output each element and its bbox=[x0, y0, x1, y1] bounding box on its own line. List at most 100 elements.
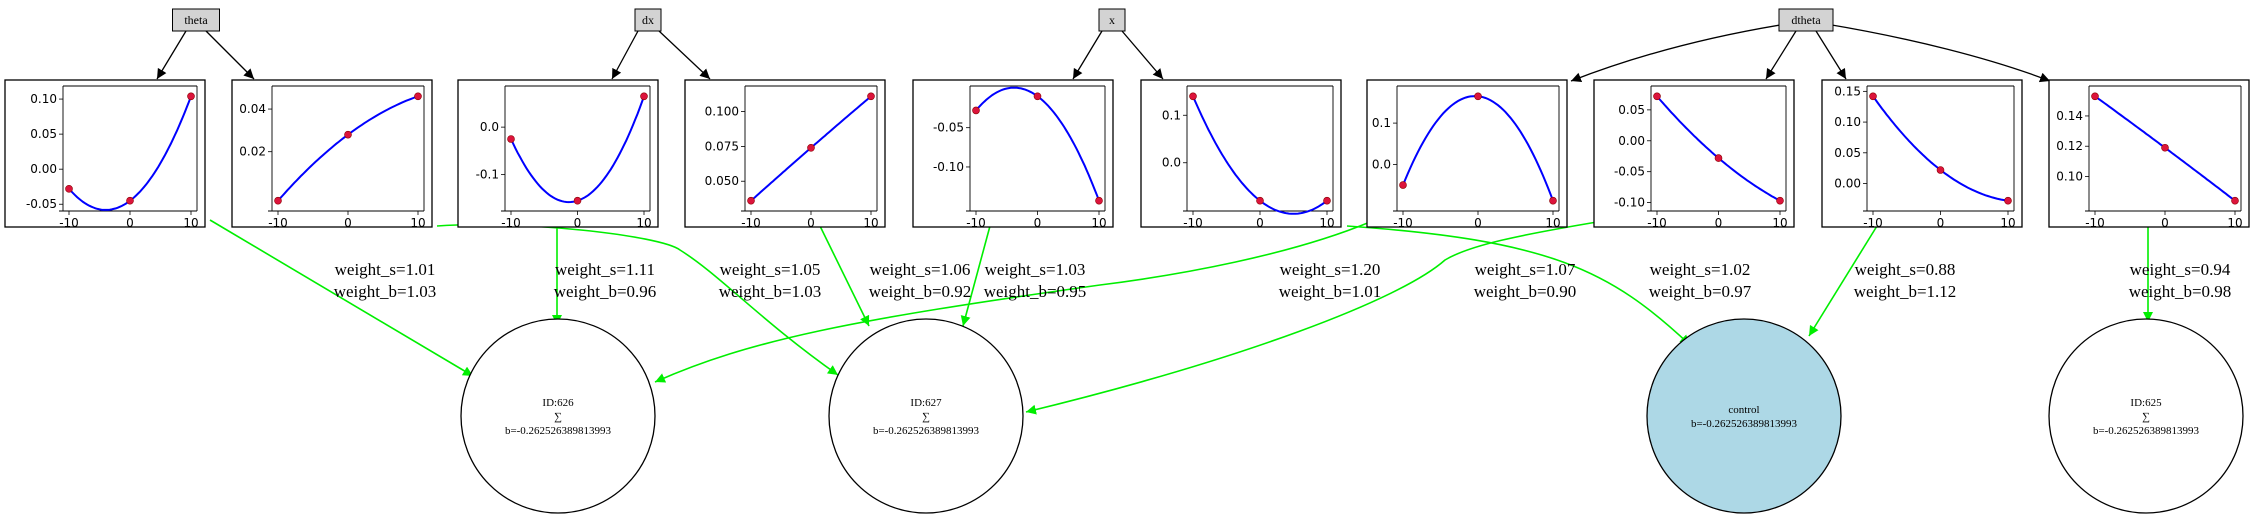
weight-s-label: weight_s=1.03 bbox=[985, 260, 1086, 279]
plot-frame bbox=[912, 79, 1114, 228]
input-edge-x-4 bbox=[1072, 30, 1103, 80]
output-node-line3: b=-0.262526389813993 bbox=[873, 425, 980, 437]
x-tick-label: -10 bbox=[501, 216, 521, 230]
data-point bbox=[1189, 92, 1197, 101]
y-tick-label: 0.05 bbox=[1834, 146, 1861, 160]
weight-b-label: weight_b=0.95 bbox=[984, 282, 1087, 301]
weight-s-label: weight_s=1.11 bbox=[555, 260, 655, 279]
plot-frame bbox=[1593, 79, 1795, 228]
data-point bbox=[507, 135, 515, 143]
weight-edge-5 bbox=[960, 225, 991, 327]
data-point bbox=[414, 92, 422, 101]
data-point bbox=[972, 106, 980, 115]
input-edge-theta-0 bbox=[156, 30, 187, 80]
data-point bbox=[65, 185, 73, 193]
y-tick-label: 0.0 bbox=[1162, 156, 1181, 170]
weight-s-label: weight_s=1.06 bbox=[870, 260, 971, 279]
weight-b-label: weight_b=1.03 bbox=[334, 282, 437, 301]
x-tick-label: 10 bbox=[183, 216, 198, 230]
data-point bbox=[573, 196, 582, 205]
data-point bbox=[747, 196, 755, 205]
x-tick-label: -10 bbox=[1183, 216, 1203, 230]
x-tick-label: 0 bbox=[2161, 216, 2169, 230]
data-point bbox=[2091, 92, 2099, 101]
output-node-line1: ID:626 bbox=[542, 397, 574, 409]
y-tick-label: -0.1 bbox=[476, 168, 499, 182]
data-point bbox=[2161, 143, 2169, 152]
weight-b-label: weight_b=0.90 bbox=[1474, 282, 1577, 301]
x-tick-label: 10 bbox=[410, 216, 425, 230]
x-tick-label: 0 bbox=[1937, 216, 1945, 230]
x-tick-label: -10 bbox=[1863, 216, 1883, 230]
weight-s-label: weight_s=1.20 bbox=[1280, 260, 1381, 279]
data-point bbox=[1714, 154, 1723, 162]
data-point bbox=[344, 130, 352, 139]
input-node-dtheta: dtheta bbox=[1778, 8, 1834, 32]
data-point bbox=[1095, 196, 1103, 205]
y-tick-label: 0.10 bbox=[2056, 170, 2083, 184]
edge-labels: weight_s=1.01weight_b=1.03weight_s=1.11w… bbox=[334, 260, 2232, 301]
x-tick-label: -10 bbox=[741, 216, 761, 230]
x-tick-label: 0 bbox=[1715, 216, 1723, 230]
y-tick-label: 0.04 bbox=[239, 102, 266, 116]
y-tick-label: 0.12 bbox=[2056, 139, 2083, 153]
input-node-label: dtheta bbox=[1791, 13, 1821, 27]
input-edge-dtheta-8 bbox=[1815, 30, 1847, 80]
y-tick-label: 0.075 bbox=[705, 139, 739, 153]
x-tick-label: 0 bbox=[344, 216, 352, 230]
weight-b-label: weight_b=0.98 bbox=[2129, 282, 2232, 301]
weight-edge-1 bbox=[209, 219, 474, 377]
y-tick-label: -0.05 bbox=[933, 121, 964, 135]
x-tick-label: 10 bbox=[2000, 216, 2015, 230]
input-node-label: dx bbox=[642, 13, 654, 27]
output-node-626: ID:626∑b=-0.262526389813993 bbox=[460, 318, 656, 514]
x-tick-label: 10 bbox=[1545, 216, 1560, 230]
x-tick-label: 10 bbox=[1772, 216, 1787, 230]
data-point bbox=[2231, 196, 2239, 205]
y-tick-label: 0.05 bbox=[1618, 103, 1645, 117]
data-point bbox=[1776, 196, 1784, 205]
weight-edge-9 bbox=[1808, 225, 1878, 337]
plot-frame bbox=[2048, 79, 2250, 228]
input-edge-x-5 bbox=[1121, 30, 1164, 80]
x-tick-label: 0 bbox=[574, 216, 582, 230]
y-tick-label: 0.0 bbox=[480, 120, 499, 134]
weight-edge-4 bbox=[819, 225, 870, 327]
x-tick-label: -10 bbox=[1393, 216, 1413, 230]
output-node-line3: b=-0.262526389813993 bbox=[505, 425, 612, 437]
output-node-line3: b=-0.262526389813993 bbox=[2093, 425, 2200, 437]
x-tick-label: -10 bbox=[966, 216, 986, 230]
weight-b-label: weight_b=1.03 bbox=[719, 282, 822, 301]
weight-b-label: weight_b=1.01 bbox=[1279, 282, 1382, 301]
y-tick-label: 0.00 bbox=[1834, 177, 1861, 191]
input-node-dx: dx bbox=[634, 8, 662, 32]
weight-edge-6 bbox=[654, 221, 1371, 383]
input-node-label: theta bbox=[184, 13, 208, 27]
weight-edge-8 bbox=[1346, 225, 1691, 346]
y-tick-label: 0.00 bbox=[30, 162, 57, 176]
x-tick-label: 0 bbox=[1256, 216, 1264, 230]
x-tick-label: -10 bbox=[268, 216, 288, 230]
data-point bbox=[1549, 196, 1557, 205]
x-tick-label: 10 bbox=[1091, 216, 1106, 230]
y-tick-label: 0.14 bbox=[2056, 109, 2083, 123]
output-node-625: ID:625∑b=-0.262526389813993 bbox=[2048, 318, 2244, 514]
data-point bbox=[1256, 196, 1264, 205]
x-tick-label: 0 bbox=[807, 216, 815, 230]
weight-b-label: weight_b=0.97 bbox=[1649, 282, 1752, 301]
input-edge-dx-2 bbox=[611, 30, 639, 80]
